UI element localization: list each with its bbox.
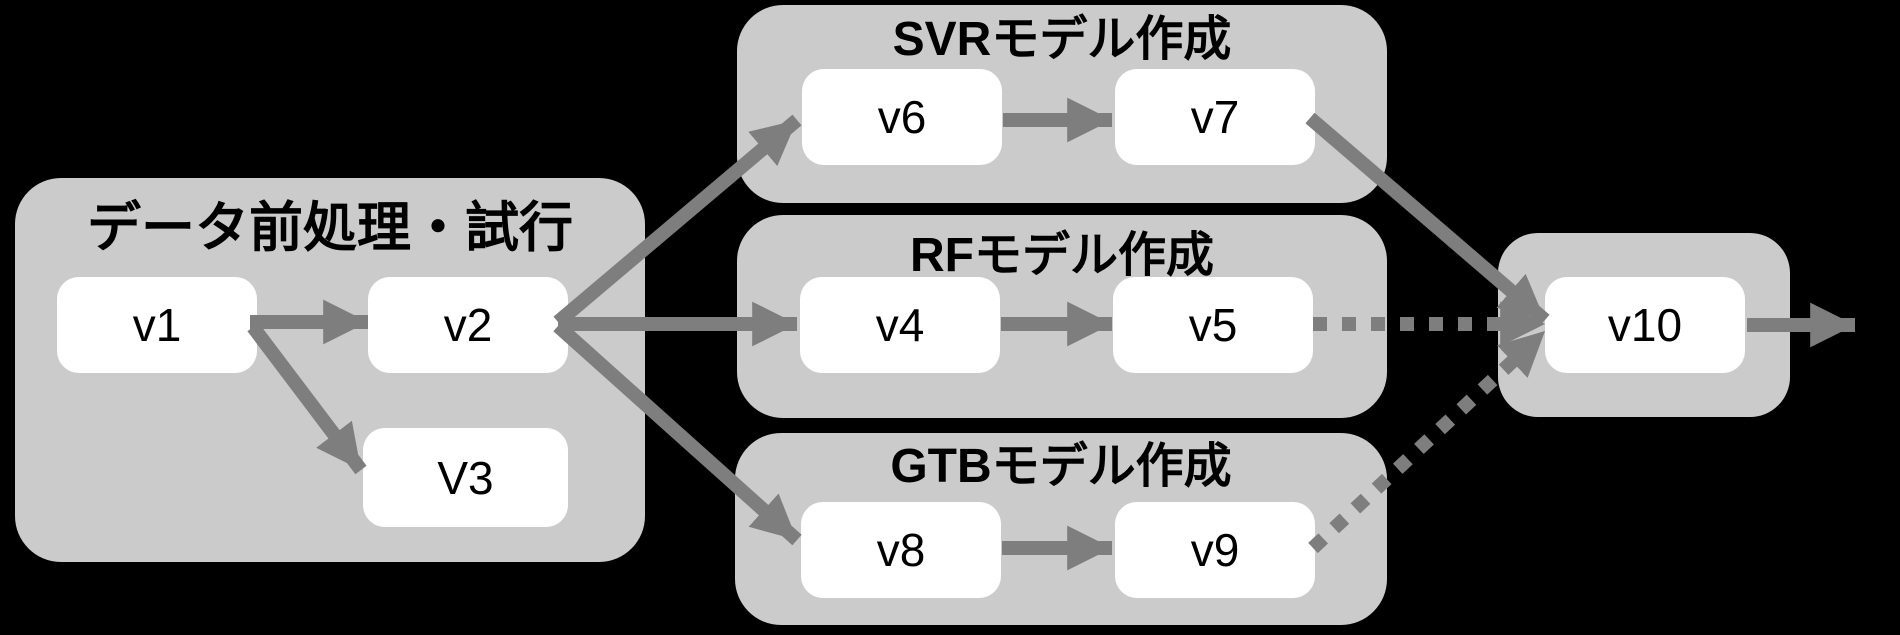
node-v7: v7 — [1115, 69, 1315, 165]
node-v8: v8 — [801, 502, 1001, 598]
node-v5: v5 — [1113, 277, 1313, 373]
node-v2: v2 — [368, 277, 568, 373]
node-v9: v9 — [1115, 502, 1315, 598]
node-v10: v10 — [1545, 277, 1745, 373]
node-v1: v1 — [57, 277, 257, 373]
group-gtb-title: GTBモデル作成 — [890, 440, 1232, 493]
group-preprocess-title: データ前処理・試行 — [87, 198, 573, 258]
node-v6: v6 — [802, 69, 1002, 165]
node-v3: V3 — [363, 428, 568, 527]
group-rf-title: RFモデル作成 — [910, 229, 1214, 282]
group-svr-title: SVRモデル作成 — [892, 13, 1232, 66]
node-v4: v4 — [800, 277, 1000, 373]
